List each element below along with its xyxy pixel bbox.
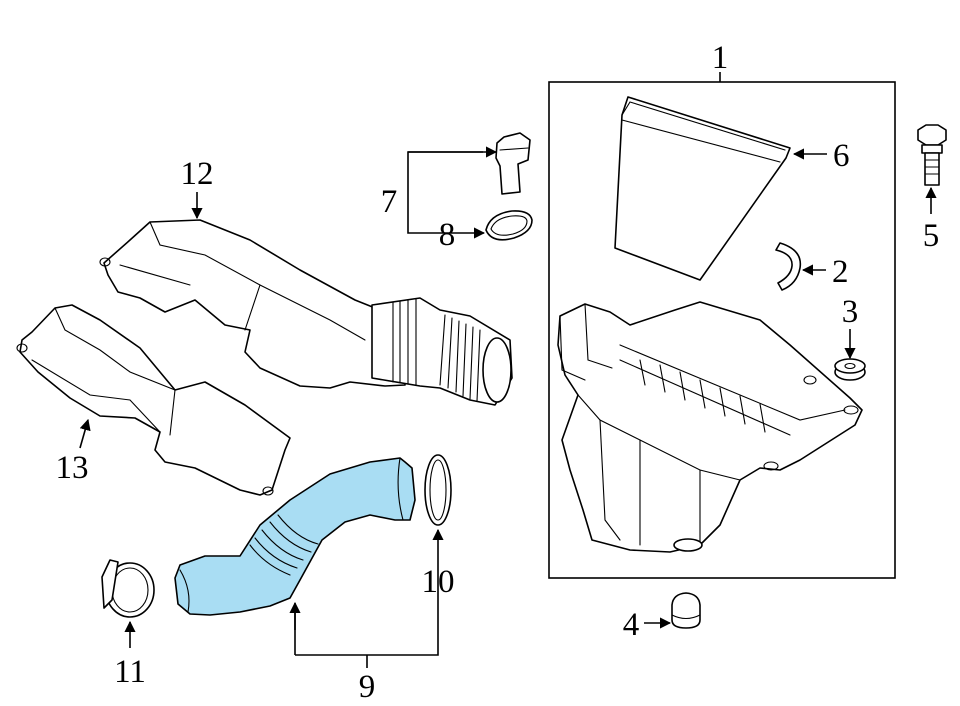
callout-6: 6 xyxy=(833,138,850,174)
air-filter-element[interactable] xyxy=(614,96,791,281)
cap[interactable] xyxy=(671,592,701,629)
callout-9: 9 xyxy=(359,669,376,705)
air-cleaner-assembly-box xyxy=(548,72,896,579)
callout-4: 4 xyxy=(623,607,640,643)
sensor-gasket[interactable] xyxy=(485,210,533,241)
callout-11: 11 xyxy=(114,654,146,690)
hose-clamp-ring[interactable] xyxy=(424,454,452,526)
retaining-clip[interactable] xyxy=(775,242,802,291)
intake-duct-upper[interactable] xyxy=(99,219,406,389)
callout-7: 7 xyxy=(381,184,398,220)
air-cleaner-housing[interactable] xyxy=(557,301,863,553)
air-intake-hose[interactable] xyxy=(174,457,416,616)
leader-9-bracket xyxy=(294,560,439,668)
hose-clamp[interactable] xyxy=(101,559,155,618)
leader-13 xyxy=(79,418,91,449)
callout-3: 3 xyxy=(842,294,859,330)
leader-lines xyxy=(79,146,937,668)
intake-duct-bellows[interactable] xyxy=(371,297,513,406)
callout-13: 13 xyxy=(56,450,89,486)
callout-5: 5 xyxy=(923,218,940,254)
bolt[interactable] xyxy=(917,124,947,186)
callout-8: 8 xyxy=(439,217,456,253)
grommet[interactable] xyxy=(834,358,866,381)
callout-1: 1 xyxy=(712,40,729,76)
air-inlet-cover[interactable] xyxy=(16,304,291,496)
callout-2: 2 xyxy=(832,254,849,290)
callout-labels: 1 2 3 4 5 6 7 8 9 10 11 12 13 xyxy=(56,40,940,705)
callout-10: 10 xyxy=(422,564,455,600)
callout-12: 12 xyxy=(181,156,214,192)
mass-airflow-sensor[interactable] xyxy=(495,132,531,195)
